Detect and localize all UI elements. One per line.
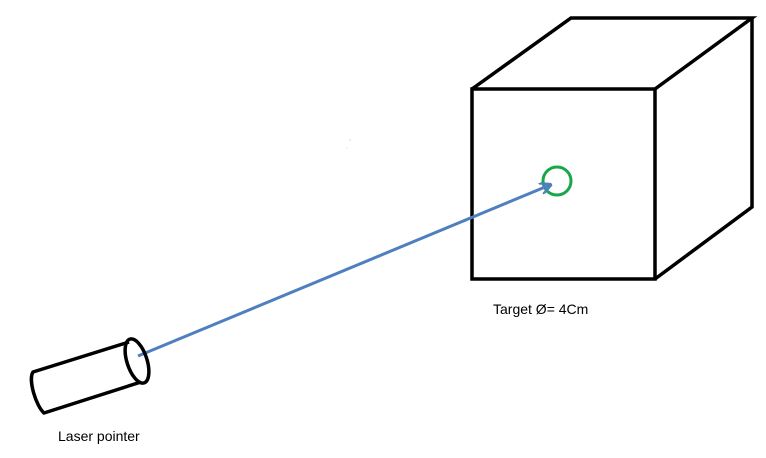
laser-aperture <box>123 337 151 385</box>
speck <box>349 139 351 141</box>
speck <box>346 147 348 149</box>
cube-icon <box>470 16 758 281</box>
cube-front-face <box>470 87 657 281</box>
target-circle-icon <box>541 165 573 197</box>
laser-pointer-icon <box>29 337 151 415</box>
cube-right-face <box>653 18 754 281</box>
laser-beam-arrow-icon <box>137 185 550 358</box>
target-label: Target Ø= 4Cm <box>493 301 589 317</box>
cube-top-face <box>470 16 758 91</box>
laser-body <box>29 340 142 415</box>
laser-pointer-label: Laser pointer <box>58 428 140 444</box>
